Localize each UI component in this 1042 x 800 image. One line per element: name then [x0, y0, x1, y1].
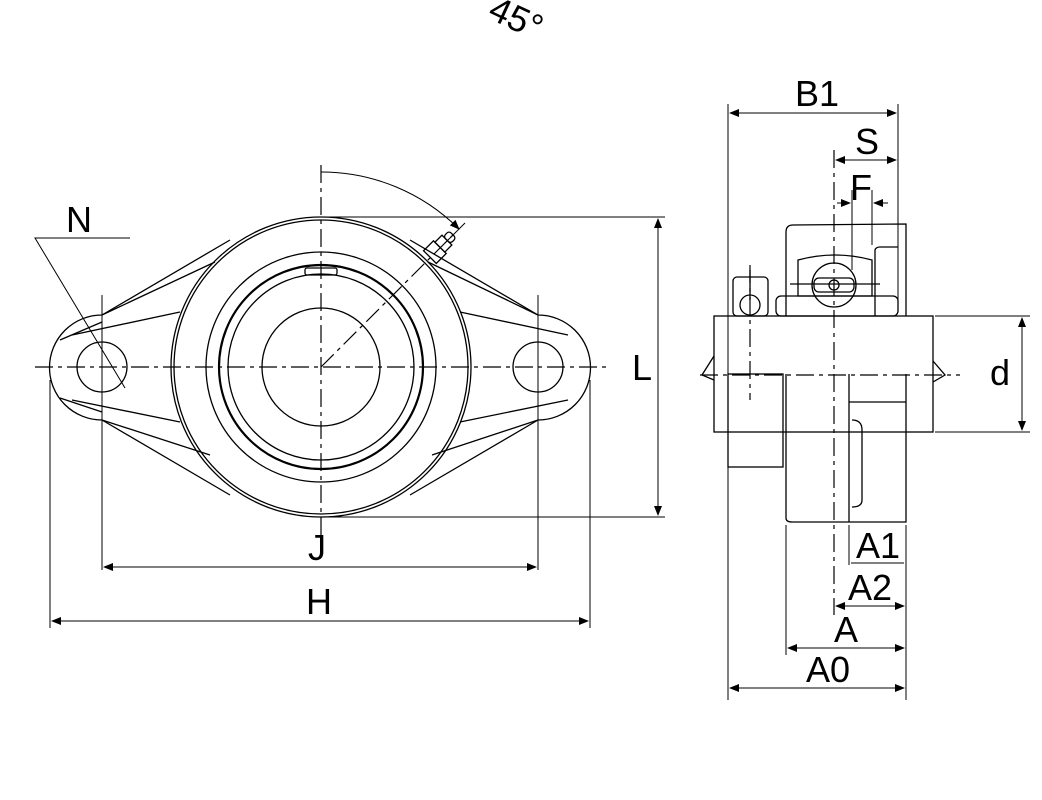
collar — [727, 373, 784, 468]
front-view: 45° N L J H — [34, 0, 665, 628]
dim-label-d: d — [990, 352, 1010, 393]
dim-label-A2: A2 — [848, 567, 892, 608]
flange-body — [48, 239, 592, 496]
dim-label-F: F — [850, 167, 872, 208]
dim-label-A: A — [834, 609, 858, 650]
housing-bottom — [785, 374, 907, 523]
dim-label-S: S — [855, 121, 879, 162]
angle-label: 45° — [483, 0, 550, 48]
housing-top — [785, 223, 907, 316]
dim-label-A0: A0 — [806, 649, 850, 690]
dim-label-H: H — [306, 581, 332, 622]
dim-label-J: J — [308, 527, 326, 568]
dim-label-B1: B1 — [795, 73, 839, 114]
dim-label-L: L — [632, 347, 652, 388]
side-view: B1 S F d A1 A2 A A0 — [700, 73, 1030, 700]
dim-label-N: N — [66, 199, 92, 240]
grease-nipple-icon — [422, 231, 456, 265]
dim-label-A1: A1 — [856, 525, 900, 566]
